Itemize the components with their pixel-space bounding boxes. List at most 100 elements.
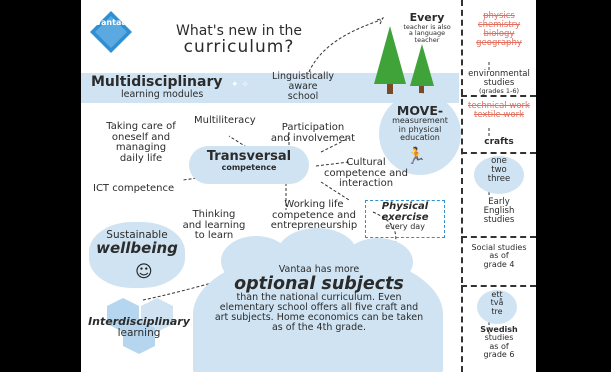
every-teacher-label: Every teacher is also a language teacher: [394, 12, 460, 44]
move-blob: [379, 93, 461, 175]
linguistic-label: Linguistically aware school: [263, 72, 343, 102]
move-title: MOVE-: [396, 103, 444, 118]
linguistic-line1: Linguistically: [272, 71, 334, 82]
number-3: three: [487, 173, 511, 184]
every-sub2: a language: [408, 29, 446, 38]
taking-care-line2: oneself and: [111, 131, 171, 143]
early-english-line2: English: [483, 205, 515, 216]
optional-body3: art subjects. Home economics can be take…: [214, 312, 424, 324]
early-english-line1: Early: [488, 197, 510, 207]
taking-care-line4: daily life: [119, 152, 163, 164]
crafts-label: crafts: [484, 137, 514, 147]
cultural-line1: Cultural: [346, 157, 386, 168]
wellbeing-label: Sustainable wellbeing: [89, 229, 185, 257]
sidebar-sep-3: [461, 236, 536, 238]
sidebar-sep-4: [461, 285, 536, 287]
sidebar-sep-2: [461, 152, 536, 154]
physical-exercise-label: Physical exercise every day: [365, 201, 445, 231]
cloud-puff-right: [343, 238, 413, 286]
participation-label: Participation and involvement: [267, 122, 359, 144]
environmental-line3: (grades 1-6): [478, 86, 520, 95]
smiley-icon: ☺: [135, 262, 153, 282]
working-life-label: Working life competence and entrepreneur…: [269, 199, 359, 232]
logo-text: Vantaa: [95, 18, 127, 27]
transversal-line2: competence: [221, 162, 277, 172]
infographic-slide: Vantaa What's new in the curriculum? Mul…: [81, 0, 536, 372]
linguistic-line3: school: [287, 90, 319, 102]
vantaa-logo: [90, 11, 132, 53]
swedish-number-1: ett: [491, 290, 503, 299]
social-line1: Social studies: [471, 243, 527, 252]
swedish-line3: as of: [489, 341, 509, 351]
optional-label: Vantaa has more optional subjects than t…: [197, 265, 441, 333]
social-line3: grade 4: [483, 259, 515, 269]
environmental-line1: environmental: [468, 69, 530, 79]
social-studies-label: Social studies as of grade 4: [464, 243, 534, 269]
thinking-line2: and learning: [182, 219, 246, 231]
early-english-line3: studies: [483, 214, 515, 225]
swedish-number-2: två: [490, 298, 504, 308]
transversal-blob: [189, 146, 309, 184]
multidisciplinary-line1: Multidisciplinary: [91, 74, 223, 90]
optional-body1: than the national curriculum. Even: [236, 292, 402, 304]
header-title: What's new in the curriculum?: [169, 24, 309, 57]
numbers-label: one two three: [474, 157, 524, 184]
hexagons-icon: [107, 298, 173, 354]
environmental-line2: studies: [483, 77, 515, 88]
struck-crafts: technical work textile work: [464, 102, 534, 120]
sidebar-divider: [461, 0, 463, 372]
struck-craft-1: technical work: [468, 101, 530, 111]
environmental-label: environmental studies (grades 1-6): [464, 70, 534, 95]
struck-subject-2: chemistry: [477, 19, 521, 30]
optional-intro: Vantaa has more: [278, 264, 360, 275]
number-1: one: [491, 156, 507, 166]
physical-line3: every day: [385, 222, 425, 231]
header-line1: What's new in the: [176, 23, 302, 39]
early-english-label: Early English studies: [464, 198, 534, 225]
taking-care-line3: managing: [115, 142, 167, 153]
swedish-line1: Swedish: [480, 325, 518, 334]
multiliteracy-label: Multiliteracy: [194, 115, 256, 126]
every-sub3: teacher: [414, 36, 440, 45]
interdisciplinary-line2: learning: [117, 326, 161, 339]
runner-icon: 🏃: [406, 146, 426, 165]
swedish-line4: grade 6: [483, 350, 515, 360]
physical-exercise-box: [365, 200, 445, 238]
physical-line2: exercise: [381, 211, 429, 223]
physical-line1: Physical: [381, 201, 429, 212]
swedish-numbers-blob: [477, 290, 517, 324]
thinking-line1: Thinking: [192, 209, 236, 220]
cultural-label: Cultural competence and interaction: [323, 157, 409, 190]
linguistic-line2: aware: [288, 80, 318, 92]
multidisciplinary-line2: learning modules: [121, 88, 204, 100]
ict-label: ICT competence: [93, 183, 175, 194]
swedish-number-3: tre: [491, 306, 503, 316]
multidisciplinary-label: Multidisciplinary learning modules: [91, 75, 223, 100]
swedish-numbers-label: ett två tre: [477, 290, 517, 316]
working-life-line2: competence and: [272, 209, 356, 221]
struck-subjects: physics chemistry biology geography: [464, 12, 534, 48]
every-sub1: teacher is also: [403, 22, 451, 31]
move-sub2: in physical: [398, 124, 442, 134]
transversal-label: Transversal competence: [189, 150, 309, 172]
struck-subject-4: geography: [476, 37, 522, 48]
move-sub1: measurement: [392, 116, 448, 126]
number-2: two: [491, 164, 507, 175]
thinking-label: Thinking and learning to learn: [179, 209, 249, 242]
sidebar-sep-1: [461, 95, 536, 97]
struck-craft-2: textile work: [474, 109, 524, 120]
move-label: MOVE- measurement in physical education: [384, 104, 456, 142]
swedish-line2: studies: [484, 333, 514, 343]
participation-line2: and involvement: [270, 132, 356, 144]
taking-care-label: Taking care of oneself and managing dail…: [91, 121, 191, 164]
cultural-line2: competence and: [324, 167, 408, 179]
struck-subject-1: physics: [483, 11, 515, 21]
social-line2: as of: [489, 251, 509, 261]
numbers-blob: [474, 156, 524, 194]
taking-care-line1: Taking care of: [106, 121, 176, 132]
move-sub3: education: [400, 132, 440, 142]
optional-body4: as of the 4th grade.: [271, 322, 367, 334]
interdisciplinary-label: Interdisciplinary learning: [85, 316, 193, 339]
wellbeing-blob: [89, 222, 185, 288]
sparkle-icon: ✦ ✧: [231, 80, 249, 90]
